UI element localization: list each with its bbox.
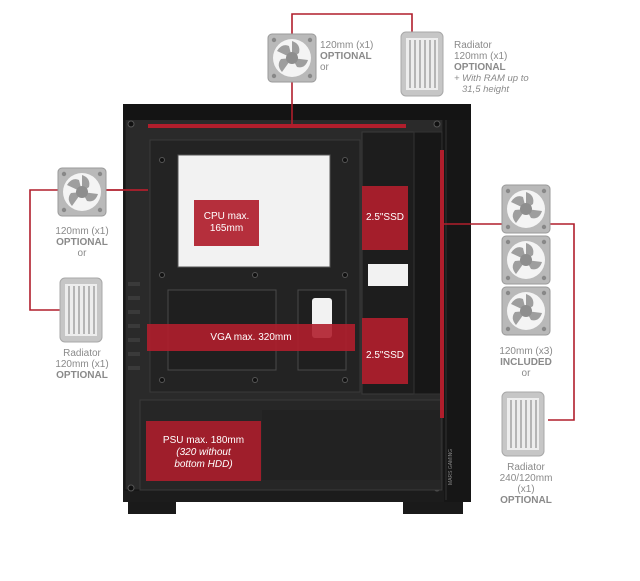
top-radiator-line5: 31,5 height: [462, 84, 510, 95]
top-radiator-line3: OPTIONAL: [454, 62, 506, 73]
right-radiator-line3: (x1): [517, 484, 535, 495]
top-radiator-line2: 120mm (x1): [454, 51, 508, 62]
clearance-highlights: [146, 124, 444, 481]
cpu-line1: CPU max.: [203, 211, 250, 222]
left-radiator-line3: OPTIONAL: [56, 370, 108, 381]
right-fan-icon-3: [501, 286, 551, 336]
left-radiator-line2: 120mm (x1): [55, 359, 109, 370]
left-radiator-line1: Radiator: [63, 348, 101, 359]
top-fan-label: 120mm (x1) OPTIONAL or: [320, 40, 373, 73]
top-fan-line1: 120mm (x1): [320, 40, 374, 51]
left-fan-line1: 120mm (x1): [55, 226, 109, 237]
top-radiator-line1: Radiator: [454, 40, 492, 51]
left-radiator-label: Radiator 120mm (x1) OPTIONAL: [44, 348, 120, 381]
psu-label: PSU max. 180mm (320 without bottom HDD): [146, 435, 261, 471]
psu-line2: (320 without: [176, 447, 231, 458]
right-fans-line2: INCLUDED: [500, 357, 552, 368]
right-fans-line3: or: [521, 368, 531, 379]
psu-line3: bottom HDD): [174, 459, 233, 470]
psu-line1: PSU max. 180mm: [162, 435, 245, 446]
top-fan-icon: [267, 33, 317, 83]
left-fan-line2: OPTIONAL: [56, 237, 108, 248]
ssd-top-label: 2.5"SSD: [365, 212, 404, 223]
top-radiator-label: Radiator 120mm (x1) OPTIONAL + With RAM …: [454, 40, 529, 95]
left-fan-line3: or: [77, 248, 87, 259]
top-mount-strip: [148, 124, 406, 128]
top-fan-line2: OPTIONAL: [320, 51, 372, 62]
ssd-bottom-label: 2.5"SSD: [365, 350, 404, 361]
vga-label: VGA max. 320mm: [210, 332, 292, 343]
right-radiator-icon: [501, 391, 545, 457]
top-fan-line3: or: [320, 62, 329, 73]
top-radiator-icon: [400, 31, 444, 97]
right-fan-icon-1: [501, 184, 551, 234]
right-radiator-line1: Radiator: [507, 462, 545, 473]
top-radiator-line4: + With RAM up to: [454, 73, 529, 84]
cpu-zone: [194, 200, 259, 246]
left-fan-icon: [57, 167, 107, 217]
case-brand-text: MARS GAMING: [448, 449, 454, 485]
right-fans-label: 120mm (x3) INCLUDED or: [488, 346, 564, 379]
cpu-label: CPU max. 165mm: [194, 211, 259, 235]
left-fan-label: 120mm (x1) OPTIONAL or: [44, 226, 120, 259]
ssd-top-zone: [362, 186, 408, 250]
ssd-bottom-zone: [362, 318, 408, 384]
front-mount-strip: [440, 150, 444, 418]
right-radiator-line2: 240/120mm: [499, 473, 553, 484]
right-fans-line1: 120mm (x3): [499, 346, 553, 357]
right-radiator-label: Radiator 240/120mm (x1) OPTIONAL: [486, 462, 566, 506]
vga-zone: [147, 324, 355, 351]
psu-zone: [146, 421, 261, 481]
left-radiator-icon: [59, 277, 103, 343]
cpu-line2: 165mm: [209, 223, 244, 234]
right-fan-icon-2: [501, 235, 551, 285]
right-radiator-line4: OPTIONAL: [500, 495, 552, 506]
